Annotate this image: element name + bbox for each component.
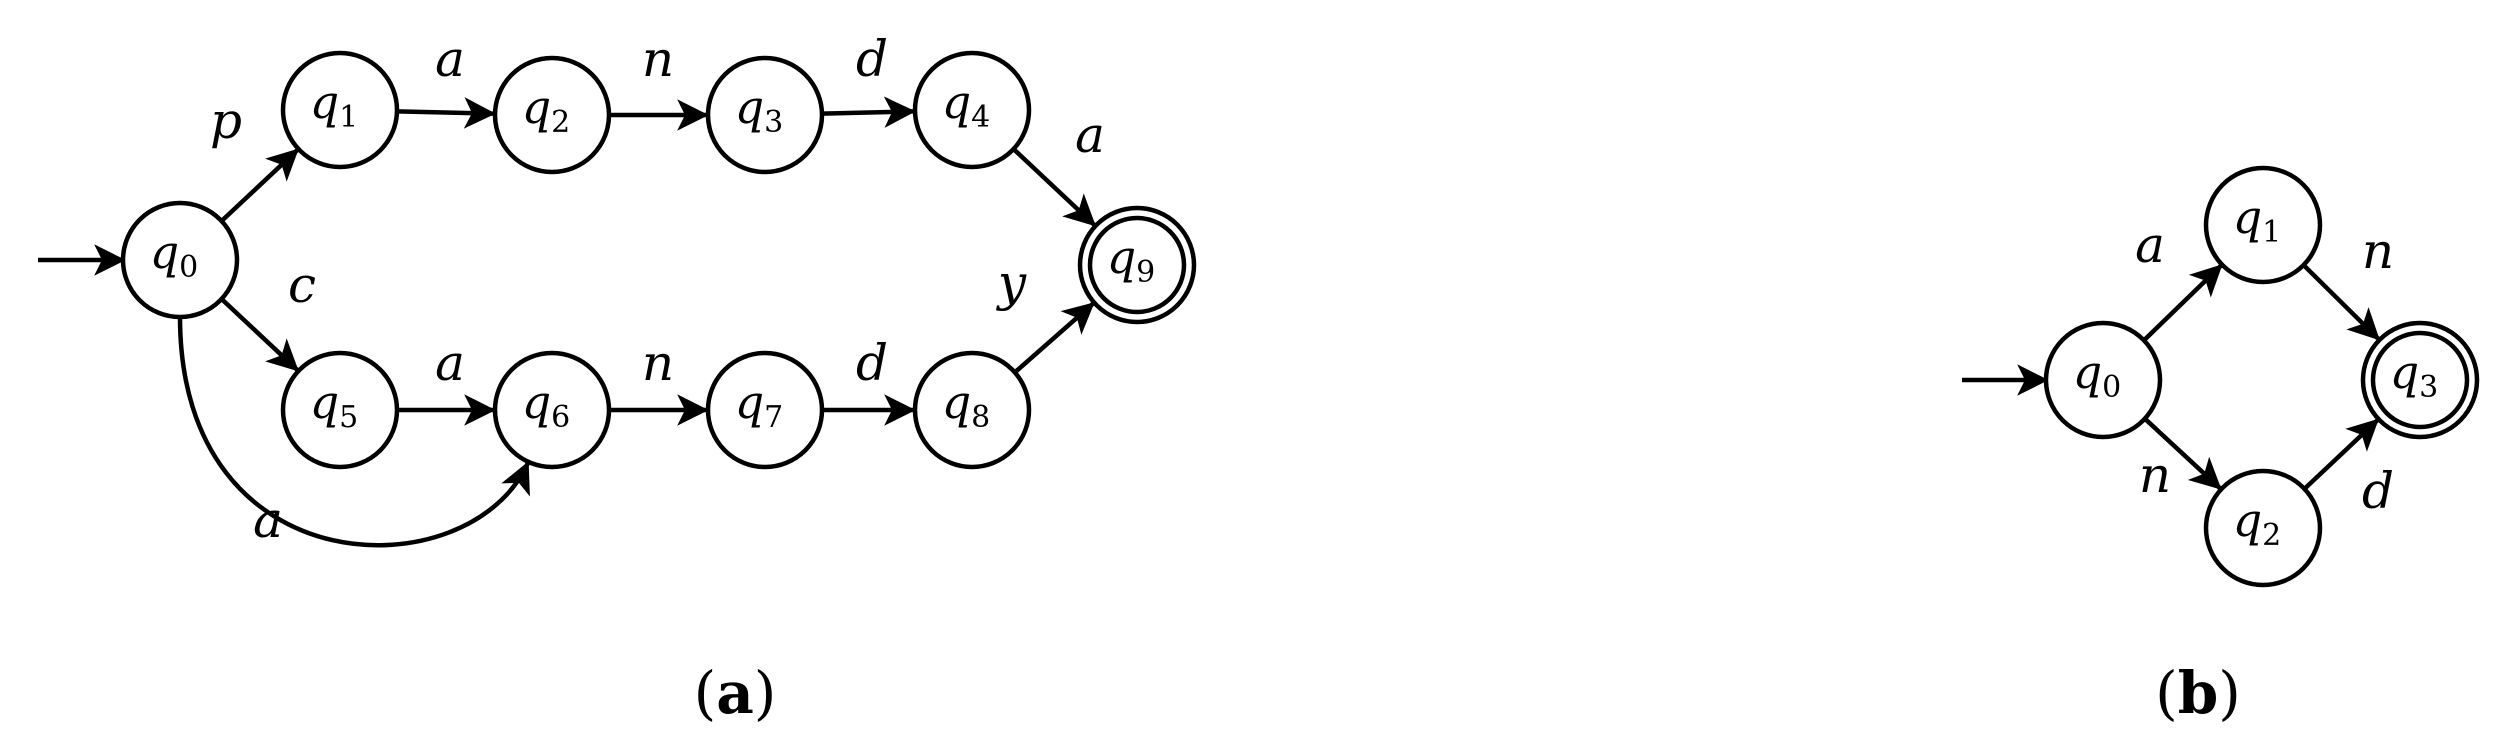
- transition-a-q3-q4: [821, 96, 916, 128]
- transition-label-a-q4-q9: a: [1075, 106, 1105, 164]
- state-circle: [705, 55, 825, 175]
- state-a-q9: q9: [1077, 205, 1197, 325]
- transition-label-b-q2-q3: d: [2362, 462, 2394, 520]
- state-a-q0: q0: [120, 200, 240, 320]
- state-label: q2: [522, 80, 571, 140]
- transition-a-q4-q9: [1012, 147, 1096, 227]
- state-label: q7: [735, 375, 784, 435]
- transition-b-q1-q3: [2301, 263, 2380, 341]
- state-label: q3: [2390, 345, 2439, 405]
- state-a-q8: q8: [912, 350, 1032, 470]
- transition-label-a-q2-q3: n: [642, 30, 674, 88]
- state-label: q5: [310, 375, 359, 435]
- transition-label-a-q8-q9: y: [996, 254, 1027, 312]
- transition-label-a-q5-q6: a: [435, 334, 465, 392]
- state-label: q1: [310, 75, 359, 135]
- caption-b: (b): [2155, 659, 2241, 727]
- transition-label-b-q0-q2: n: [2139, 446, 2171, 504]
- transition-a-q0-q6: [177, 316, 530, 548]
- state-label: q3: [735, 80, 784, 140]
- transition-a-q0-q5: [220, 297, 299, 372]
- transition-b-q2-q3: [2302, 418, 2379, 491]
- transition-label-a-q0-q6: a: [253, 491, 283, 549]
- state-a-q2: q2: [492, 55, 612, 175]
- state-circle: [492, 350, 612, 470]
- state-label: q9: [1107, 230, 1156, 290]
- transition-label-a-q6-q7: n: [642, 334, 674, 392]
- state-circle: [912, 350, 1032, 470]
- state-a-q1: q1: [280, 50, 400, 170]
- state-label: q4: [942, 75, 991, 135]
- automaton-a: q0 q1 q2 q3 q4 q5 q6 q7 q8 q9 p a n d a c a n d y a (a): [38, 30, 1197, 727]
- state-circle: [705, 350, 825, 470]
- state-b-q3: q3: [2360, 320, 2480, 440]
- caption-a: (a): [694, 659, 777, 727]
- transition-label-a-q0-q1: p: [210, 92, 242, 150]
- state-a-q6: q6: [492, 350, 612, 470]
- transition-a-q0-q1: [220, 148, 299, 223]
- state-circle: [492, 55, 612, 175]
- transition-label-b-q0-q1: a: [2135, 216, 2165, 274]
- transition-label-a-q1-q2: a: [435, 30, 465, 88]
- state-b-q1: q1: [2203, 165, 2323, 285]
- state-label: q0: [2073, 345, 2122, 405]
- transition-label-a-q3-q4: d: [856, 30, 888, 88]
- state-b-q2: q2: [2203, 468, 2323, 588]
- state-a-q3: q3: [705, 55, 825, 175]
- transition-a-q8-q9: [1013, 302, 1095, 375]
- state-label: q1: [2233, 190, 2282, 250]
- state-label: q6: [522, 375, 571, 435]
- state-circle: [2203, 468, 2323, 588]
- automaton-b: q0 q1 q2 q3 a n n d (b): [1962, 165, 2480, 727]
- transition-label-a-q0-q5: c: [288, 256, 316, 314]
- state-circle: [2043, 320, 2163, 440]
- state-a-q7: q7: [705, 350, 825, 470]
- transition-b-q0-q1: [2142, 264, 2223, 342]
- state-a-q4: q4: [912, 50, 1032, 170]
- state-label: q2: [2233, 493, 2282, 553]
- transition-a-q1-q2: [396, 97, 496, 129]
- state-circle: [2203, 165, 2323, 285]
- state-label: q8: [942, 375, 991, 435]
- accepting-ring: [2370, 330, 2470, 430]
- transition-label-b-q1-q3: n: [2362, 222, 2394, 280]
- state-b-q0: q0: [2043, 320, 2163, 440]
- state-circle: [280, 350, 400, 470]
- state-a-q5: q5: [280, 350, 400, 470]
- state-circle: [912, 50, 1032, 170]
- state-label: q0: [150, 225, 199, 285]
- transition-label-a-q7-q8: d: [856, 334, 888, 392]
- state-circle: [280, 50, 400, 170]
- state-circle: [120, 200, 240, 320]
- accepting-ring: [1087, 215, 1187, 315]
- transition-b-q0-q2: [2143, 417, 2222, 490]
